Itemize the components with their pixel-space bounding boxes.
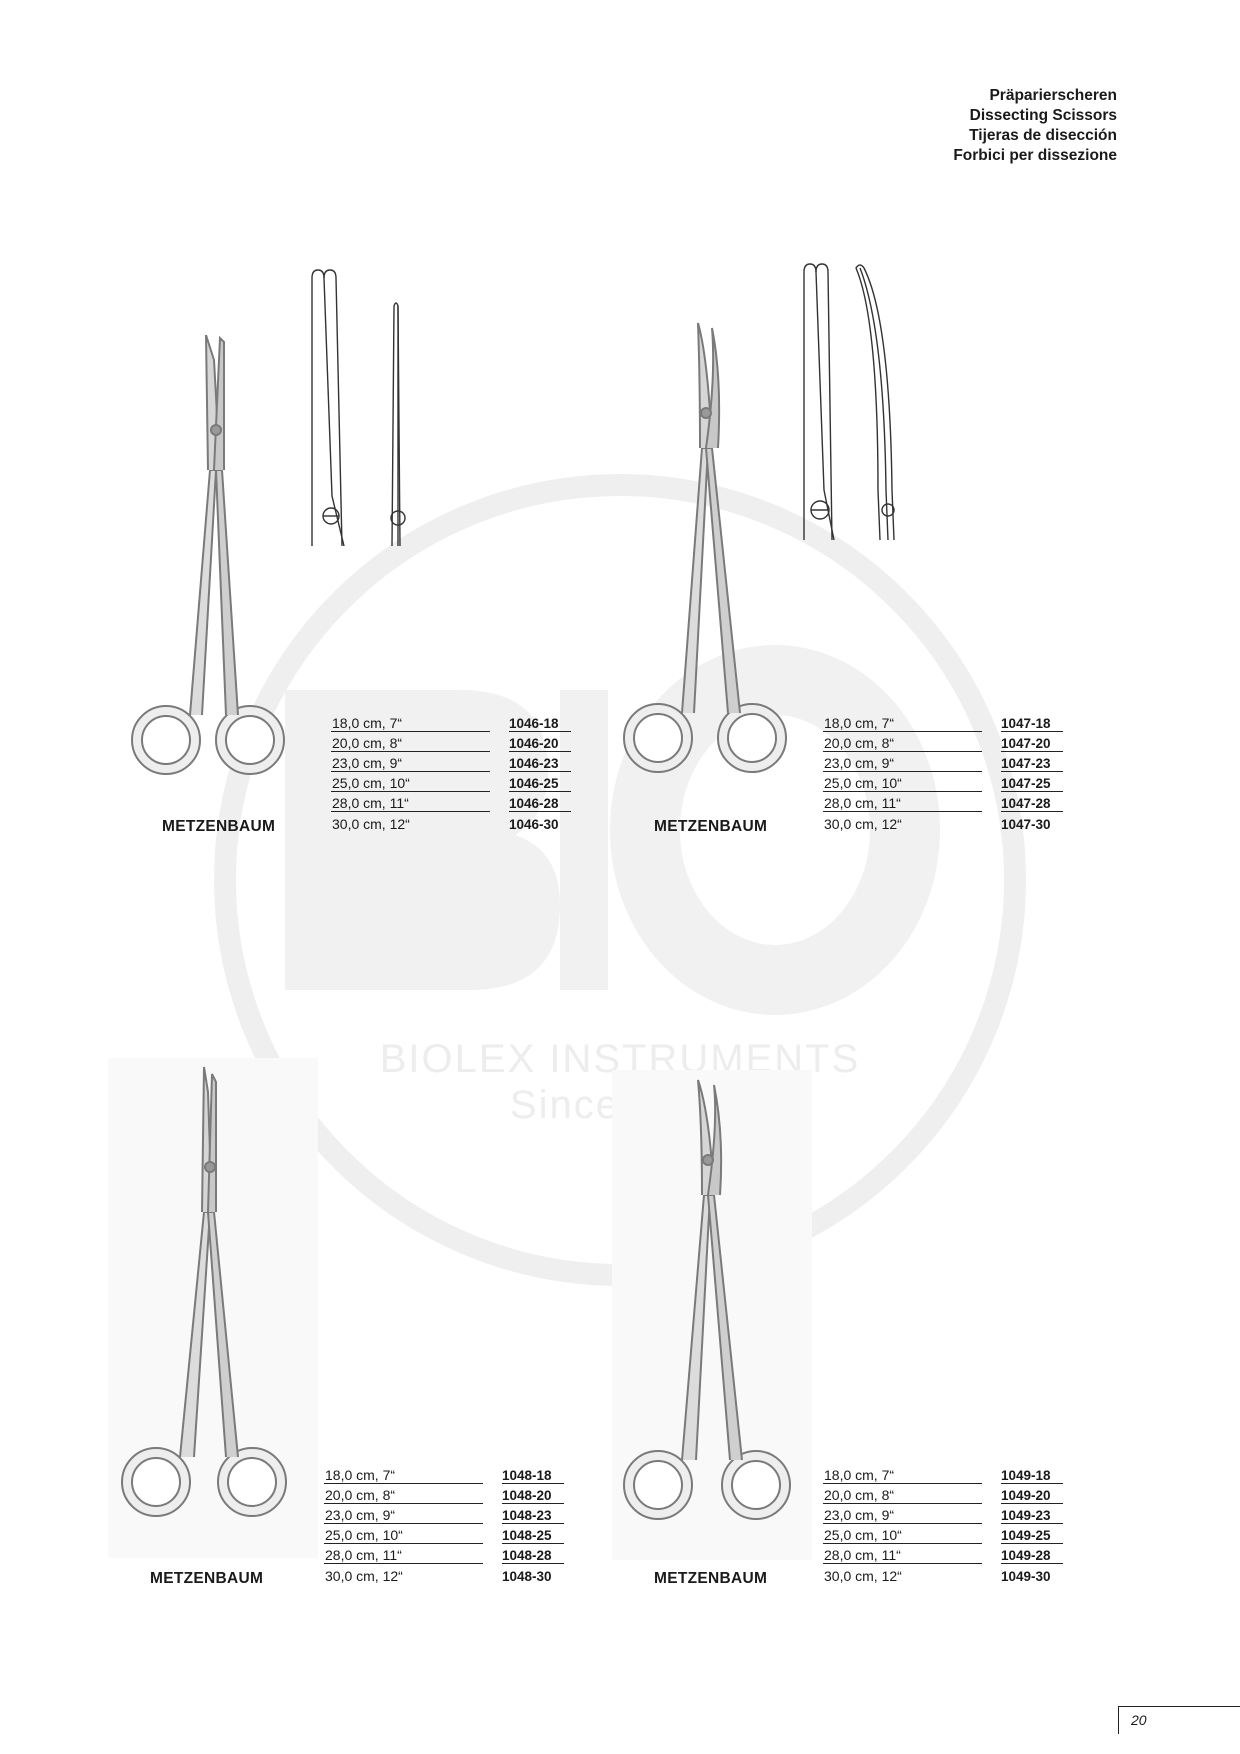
table-row: 25,0 cm, 10“1046-25 [331, 773, 571, 793]
page-header: Präparierscheren Dissecting Scissors Tij… [953, 86, 1117, 166]
tip-drawing-straight [311, 269, 406, 547]
table-row: 28,0 cm, 11“1047-28 [823, 793, 1063, 813]
header-title-en: Dissecting Scissors [969, 107, 1117, 124]
spec-table: 18,0 cm, 7“1049-18 20,0 cm, 8“1049-20 23… [823, 1465, 1063, 1585]
table-row: 18,0 cm, 7“1046-18 [331, 713, 571, 733]
table-row: 20,0 cm, 8“1049-20 [823, 1485, 1063, 1505]
table-row: 28,0 cm, 11“1046-28 [331, 793, 571, 813]
spec-table: 18,0 cm, 7“1047-18 20,0 cm, 8“1047-20 23… [823, 713, 1063, 833]
spec-table: 18,0 cm, 7“1046-18 20,0 cm, 8“1046-20 23… [331, 713, 571, 833]
header-title-es: Tijeras de disección [969, 127, 1117, 144]
table-row: 18,0 cm, 7“1049-18 [823, 1465, 1063, 1485]
spec-table: 18,0 cm, 7“1048-18 20,0 cm, 8“1048-20 23… [324, 1465, 564, 1585]
tip-drawing-curved [803, 263, 895, 541]
table-row: 25,0 cm, 10“1048-25 [324, 1525, 564, 1545]
table-row: 18,0 cm, 7“1047-18 [823, 713, 1063, 733]
page-number: 20 [1131, 1712, 1147, 1728]
table-row: 30,0 cm, 12“1046-30 [332, 816, 559, 832]
scissors-straight-image [121, 1066, 287, 1517]
table-row: 20,0 cm, 8“1046-20 [331, 733, 571, 753]
scissors-curved-image [623, 322, 787, 773]
scissors-curved-image [623, 1079, 791, 1520]
table-row: 30,0 cm, 12“1048-30 [325, 1568, 552, 1584]
table-row: 20,0 cm, 8“1047-20 [823, 733, 1063, 753]
table-row: 28,0 cm, 11“1048-28 [324, 1545, 564, 1565]
table-row: 30,0 cm, 12“1049-30 [824, 1568, 1051, 1584]
table-row: 23,0 cm, 9“1047-23 [823, 753, 1063, 773]
table-row: 23,0 cm, 9“1049-23 [823, 1505, 1063, 1525]
table-row: 23,0 cm, 9“1048-23 [324, 1505, 564, 1525]
product-name: METZENBAUM [162, 818, 276, 835]
product-name: METZENBAUM [654, 1570, 768, 1587]
table-row: 25,0 cm, 10“1047-25 [823, 773, 1063, 793]
table-row: 20,0 cm, 8“1048-20 [324, 1485, 564, 1505]
page-number-box: 20 [1118, 1706, 1240, 1734]
table-row: 28,0 cm, 11“1049-28 [823, 1545, 1063, 1565]
table-row: 30,0 cm, 12“1047-30 [824, 816, 1051, 832]
product-name: METZENBAUM [654, 818, 768, 835]
scissors-straight-image [131, 334, 285, 775]
table-row: 23,0 cm, 9“1046-23 [331, 753, 571, 773]
header-title-de: Präparierscheren [989, 87, 1117, 104]
header-title-it: Forbici per dissezione [953, 147, 1117, 164]
table-row: 18,0 cm, 7“1048-18 [324, 1465, 564, 1485]
product-name: METZENBAUM [150, 1570, 264, 1587]
table-row: 25,0 cm, 10“1049-25 [823, 1525, 1063, 1545]
